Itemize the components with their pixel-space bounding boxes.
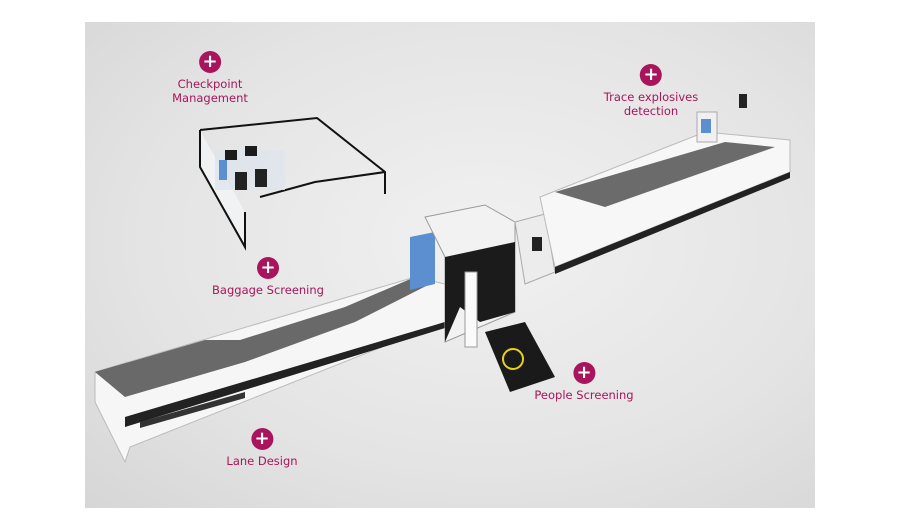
hotspot-people-screening[interactable]: + People Screening (534, 362, 634, 402)
hotspot-label: Lane Design (226, 454, 298, 468)
trace-conveyor (539, 94, 791, 274)
plus-icon[interactable]: + (640, 64, 662, 86)
hotspot-baggage-screening[interactable]: + Baggage Screening (212, 257, 324, 297)
plus-icon[interactable]: + (251, 428, 273, 450)
plus-icon[interactable]: + (257, 257, 279, 279)
hotspot-lane-design[interactable]: + Lane Design (226, 428, 298, 468)
plus-icon[interactable]: + (198, 51, 221, 73)
xray-machine (410, 204, 556, 392)
control-room (199, 116, 386, 251)
plus-icon[interactable]: + (573, 362, 595, 384)
hotspot-label: Baggage Screening (212, 283, 324, 297)
hotspot-label: People Screening (534, 388, 634, 402)
checkpoint-3d-render (94, 94, 791, 464)
